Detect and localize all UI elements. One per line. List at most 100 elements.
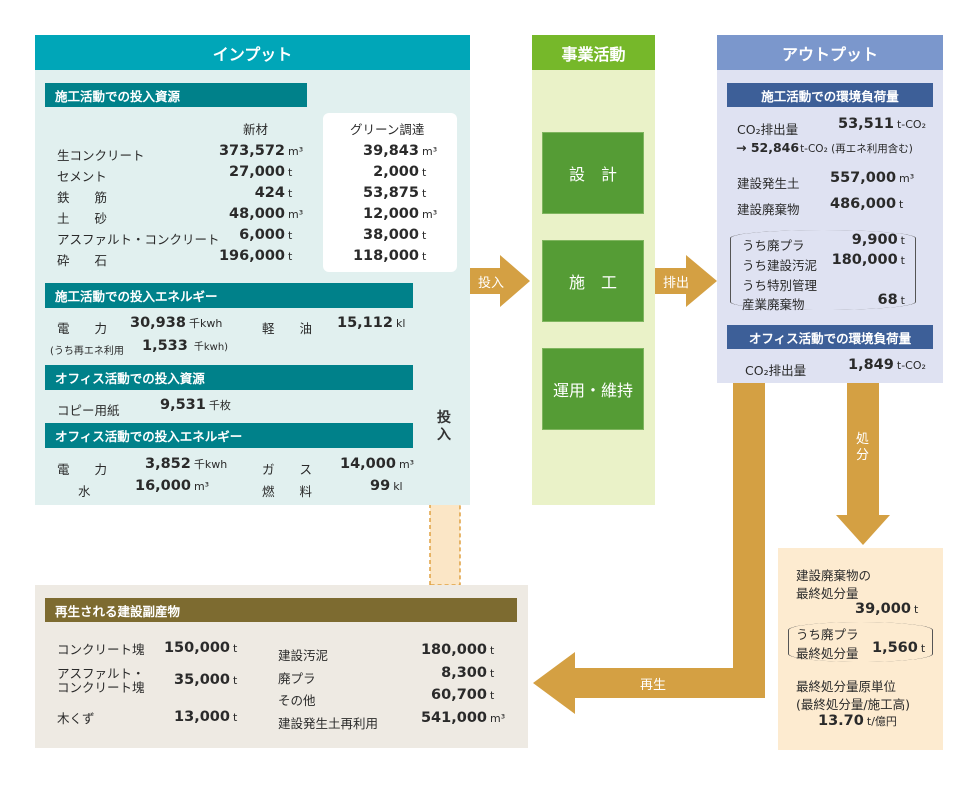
value: 38,000: [363, 227, 419, 243]
label: 最終処分量原単位: [796, 679, 897, 694]
label: コピー用紙: [57, 403, 120, 418]
value: 8,300: [441, 665, 487, 681]
unit: t: [490, 644, 495, 657]
value: 68: [877, 292, 898, 308]
value: 424: [254, 185, 285, 201]
recycled-label: 建設汚泥: [278, 648, 329, 663]
recycled-label: 廃プラ: [278, 671, 316, 686]
unit: 千kwh: [188, 317, 223, 330]
unit: t: [900, 294, 905, 307]
label: うち特別管理: [742, 278, 818, 293]
value: 180,000: [420, 642, 487, 658]
unit: t: [422, 166, 427, 179]
recycled-label: 木くず: [57, 711, 95, 726]
unit: kl: [393, 480, 403, 493]
unit: 千kwh): [193, 342, 229, 353]
input-arrow: [470, 255, 530, 307]
construction-energy-header: 施工活動での投入エネルギー: [45, 283, 413, 308]
construction-load-header: 施工活動での環境負荷量: [727, 83, 933, 107]
resource-label: アスファルト・コンクリート: [57, 232, 220, 247]
office-load-header: オフィス活動での環境負荷量: [727, 325, 933, 349]
unit: 千kwh: [193, 458, 228, 471]
value: 13,000: [174, 709, 230, 725]
unit: kl: [395, 317, 406, 330]
input-header: インプット: [35, 35, 470, 70]
unit: t: [900, 254, 905, 267]
label: 建設発生土: [737, 176, 800, 191]
value: 14,000: [340, 456, 396, 472]
value: 53,875: [363, 185, 419, 201]
label: 建設廃棄物: [737, 202, 800, 217]
label: CO₂排出量: [745, 363, 807, 378]
unit: t: [900, 234, 905, 247]
value: 541,000: [420, 710, 487, 726]
unit: 千枚: [208, 399, 231, 412]
resource-label: 鉄 筋: [57, 190, 108, 205]
value: 27,000: [229, 164, 285, 180]
unit: m³: [398, 458, 415, 471]
recycle-label: 再生: [640, 678, 667, 693]
col-green: グリーン調達: [350, 122, 425, 137]
green-procurement-box: [323, 113, 457, 272]
label: うち廃プラ: [796, 627, 859, 642]
value: 180,000: [831, 252, 898, 268]
value: 373,572: [218, 143, 285, 159]
resource-label: 砕 石: [57, 253, 108, 268]
value: 557,000: [830, 170, 897, 186]
label: 軽 油: [262, 321, 313, 336]
label: うち建設汚泥: [742, 258, 818, 273]
step-design: 設 計: [542, 132, 644, 214]
value: 196,000: [218, 248, 285, 264]
value: 39,000: [855, 601, 911, 617]
plastic-parens: [788, 622, 933, 662]
unit: t: [913, 603, 919, 616]
resource-label: セメント: [57, 169, 107, 184]
label: 水: [78, 484, 91, 499]
value: 53,511: [838, 116, 894, 132]
value: 3,852: [145, 456, 191, 472]
recycled-label: その他: [278, 693, 316, 708]
value: 150,000: [163, 640, 230, 656]
disposal-arrow: [836, 383, 890, 545]
business-header: 事業活動: [532, 35, 655, 70]
office-resources-header: オフィス活動での投入資源: [45, 365, 413, 390]
value: 2,000: [373, 164, 419, 180]
unit: m³: [422, 145, 438, 158]
unit: m³: [490, 712, 506, 725]
value: 1,560: [872, 640, 918, 656]
value: 12,000: [363, 206, 419, 222]
emit-arrow-label: 排出: [663, 276, 690, 291]
step-construction: 施 工: [542, 240, 644, 322]
step-operation: 運用・維持: [542, 348, 644, 430]
unit: t/億円: [866, 715, 897, 728]
unit: t-CO₂ (再エネ利用含む): [800, 143, 913, 155]
label: ガ ス: [262, 462, 313, 477]
recycled-label: アスファルト・ コンクリート塊: [57, 666, 145, 695]
label: 建設廃棄物の: [796, 568, 872, 583]
value: 13.70: [818, 713, 864, 729]
unit: t: [288, 250, 293, 263]
label: (うち再エネ利用: [50, 346, 124, 357]
input-up-label: 投入: [437, 410, 451, 443]
breakdown-parens: [730, 230, 916, 310]
unit: t: [233, 674, 238, 687]
label: 電 力: [57, 462, 108, 477]
unit: t: [920, 642, 926, 655]
unit: m³: [899, 172, 915, 185]
value: 39,843: [363, 143, 419, 159]
unit: t: [422, 229, 427, 242]
label: 燃 料: [262, 484, 313, 499]
value: 60,700: [431, 687, 487, 703]
unit: m³: [288, 145, 304, 158]
unit: t: [422, 187, 427, 200]
unit: t: [233, 711, 238, 724]
output-header: アウトプット: [717, 35, 943, 70]
label: (最終処分量/施工高): [796, 697, 910, 712]
